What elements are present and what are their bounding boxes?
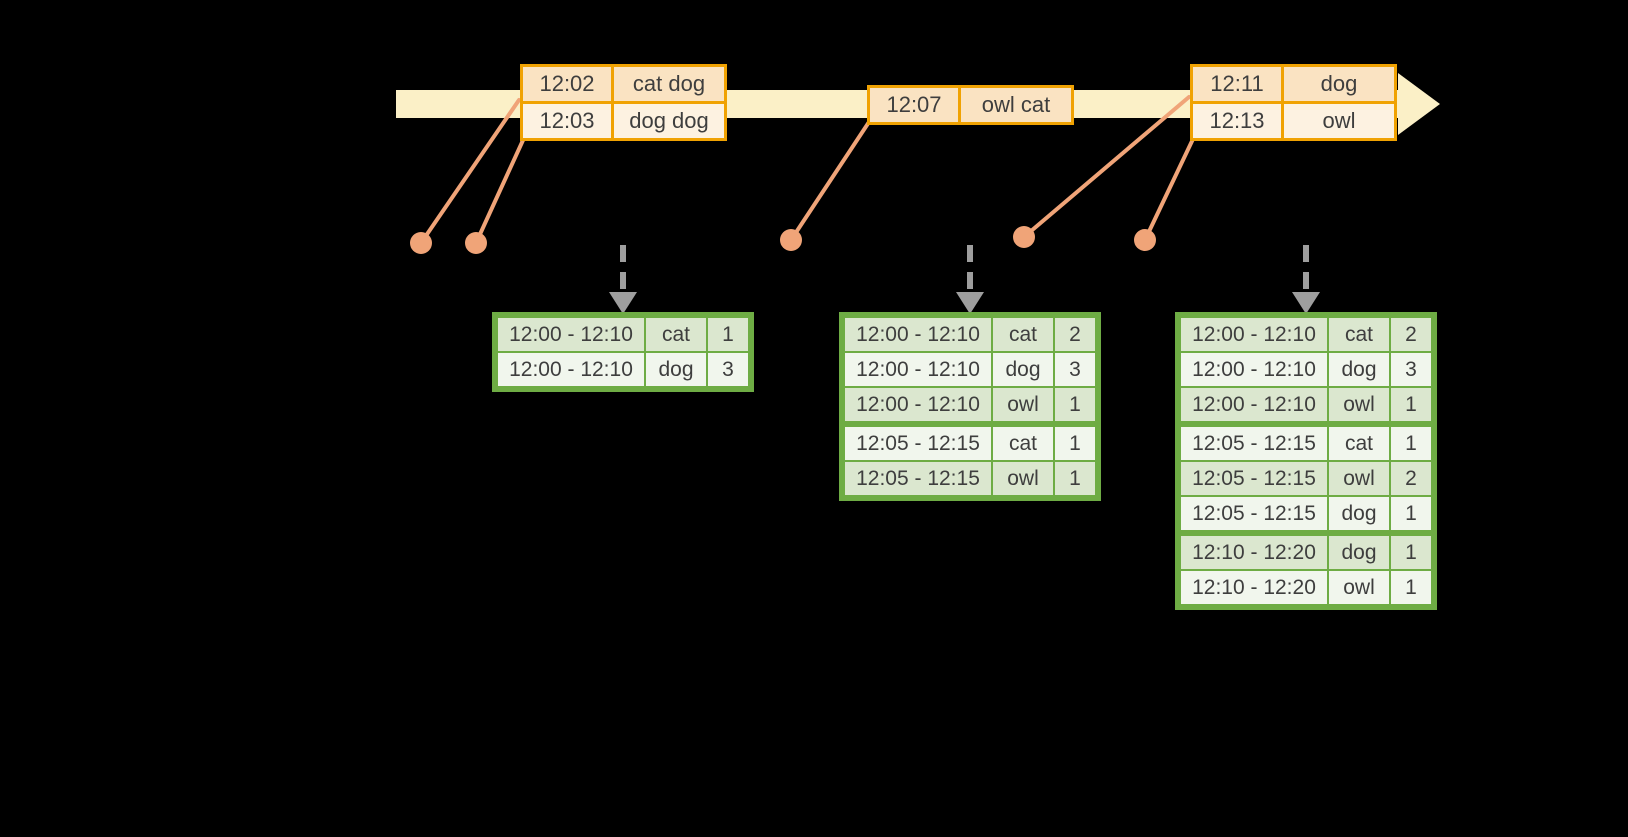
- count-cell: 1: [708, 318, 748, 351]
- result-row: 12:00 - 12:10 owl 1: [845, 388, 1095, 421]
- event-words: owl cat: [961, 88, 1071, 122]
- window-cell: 12:05 - 12:15: [845, 462, 991, 495]
- event-words: dog dog: [614, 104, 724, 138]
- word-cell: cat: [993, 427, 1053, 460]
- window-cell: 12:00 - 12:10: [845, 388, 991, 421]
- event-words: owl: [1284, 104, 1394, 138]
- event-time: 12:07: [870, 88, 958, 122]
- result-row: 12:10 - 12:20 owl 1: [1181, 571, 1431, 604]
- result-row: 12:00 - 12:10 cat 1: [498, 318, 748, 351]
- count-cell: 1: [1391, 427, 1431, 460]
- event-row: 12:03 dog dog: [523, 104, 724, 138]
- count-cell: 2: [1391, 318, 1431, 351]
- word-cell: dog: [1329, 536, 1389, 569]
- word-cell: dog: [1329, 353, 1389, 386]
- event-row: 12:07 owl cat: [870, 88, 1071, 122]
- count-cell: 1: [1391, 571, 1431, 604]
- word-cell: owl: [993, 462, 1053, 495]
- count-cell: 3: [1391, 353, 1431, 386]
- word-cell: owl: [1329, 571, 1389, 604]
- count-cell: 1: [1055, 388, 1095, 421]
- count-cell: 1: [1055, 427, 1095, 460]
- event-row: 12:11 dog: [1193, 67, 1394, 101]
- result-table-3: 12:00 - 12:10 cat 2 12:00 - 12:10 dog 3 …: [1175, 312, 1437, 610]
- window-cell: 12:10 - 12:20: [1181, 571, 1327, 604]
- event-dot-icon: [465, 232, 487, 254]
- trigger-arrow-icon: [609, 245, 637, 314]
- result-row: 12:00 - 12:10 owl 1: [1181, 388, 1431, 421]
- result-row: 12:05 - 12:15 cat 1: [1181, 427, 1431, 460]
- window-cell: 12:05 - 12:15: [1181, 497, 1327, 530]
- result-row: 12:00 - 12:10 cat 2: [845, 318, 1095, 351]
- word-cell: dog: [646, 353, 706, 386]
- result-row: 12:05 - 12:15 owl 1: [845, 462, 1095, 495]
- count-cell: 3: [708, 353, 748, 386]
- event-row: 12:13 owl: [1193, 104, 1394, 138]
- event-dot-icon: [1013, 226, 1035, 248]
- result-row: 12:10 - 12:20 dog 1: [1181, 536, 1431, 569]
- word-cell: owl: [1329, 462, 1389, 495]
- word-cell: cat: [646, 318, 706, 351]
- window-cell: 12:00 - 12:10: [1181, 318, 1327, 351]
- window-cell: 12:10 - 12:20: [1181, 536, 1327, 569]
- result-row: 12:05 - 12:15 cat 1: [845, 427, 1095, 460]
- window-cell: 12:00 - 12:10: [1181, 353, 1327, 386]
- window-cell: 12:00 - 12:10: [498, 318, 644, 351]
- event-table-1: 12:02 cat dog 12:03 dog dog: [520, 64, 727, 141]
- event-time: 12:13: [1193, 104, 1281, 138]
- event-row: 12:02 cat dog: [523, 67, 724, 101]
- window-cell: 12:00 - 12:10: [845, 353, 991, 386]
- event-connector-line: [1143, 137, 1195, 242]
- trigger-arrows: [609, 245, 1320, 314]
- event-time: 12:02: [523, 67, 611, 101]
- event-connector-line: [789, 120, 871, 242]
- count-cell: 1: [1055, 462, 1095, 495]
- result-row: 12:00 - 12:10 cat 2: [1181, 318, 1431, 351]
- word-cell: cat: [993, 318, 1053, 351]
- window-cell: 12:00 - 12:10: [498, 353, 644, 386]
- event-words: cat dog: [614, 67, 724, 101]
- count-cell: 1: [1391, 497, 1431, 530]
- event-dot-icon: [780, 229, 802, 251]
- word-cell: owl: [993, 388, 1053, 421]
- event-connector-line: [474, 136, 526, 245]
- result-row: 12:00 - 12:10 dog 3: [845, 353, 1095, 386]
- result-table-2: 12:00 - 12:10 cat 2 12:00 - 12:10 dog 3 …: [839, 312, 1101, 501]
- word-cell: cat: [1329, 427, 1389, 460]
- event-dots: [410, 226, 1156, 254]
- trigger-arrow-icon: [956, 245, 984, 314]
- event-dot-icon: [410, 232, 432, 254]
- count-cell: 1: [1391, 388, 1431, 421]
- event-connector-line: [419, 98, 521, 245]
- count-cell: 3: [1055, 353, 1095, 386]
- event-dot-icon: [1134, 229, 1156, 251]
- result-row: 12:05 - 12:15 owl 2: [1181, 462, 1431, 495]
- window-cell: 12:00 - 12:10: [845, 318, 991, 351]
- event-time: 12:11: [1193, 67, 1281, 101]
- count-cell: 1: [1391, 536, 1431, 569]
- result-row: 12:00 - 12:10 dog 3: [498, 353, 748, 386]
- timeline-arrowhead-icon: [1398, 73, 1440, 135]
- result-row: 12:05 - 12:15 dog 1: [1181, 497, 1431, 530]
- window-cell: 12:05 - 12:15: [845, 427, 991, 460]
- event-time: 12:03: [523, 104, 611, 138]
- event-table-3: 12:11 dog 12:13 owl: [1190, 64, 1397, 141]
- event-table-2: 12:07 owl cat: [867, 85, 1074, 125]
- result-table-1: 12:00 - 12:10 cat 1 12:00 - 12:10 dog 3: [492, 312, 754, 392]
- word-cell: cat: [1329, 318, 1389, 351]
- window-cell: 12:05 - 12:15: [1181, 427, 1327, 460]
- word-cell: dog: [993, 353, 1053, 386]
- event-words: dog: [1284, 67, 1394, 101]
- result-row: 12:00 - 12:10 dog 3: [1181, 353, 1431, 386]
- count-cell: 2: [1391, 462, 1431, 495]
- word-cell: owl: [1329, 388, 1389, 421]
- window-cell: 12:00 - 12:10: [1181, 388, 1327, 421]
- word-cell: dog: [1329, 497, 1389, 530]
- trigger-arrow-icon: [1292, 245, 1320, 314]
- count-cell: 2: [1055, 318, 1095, 351]
- window-cell: 12:05 - 12:15: [1181, 462, 1327, 495]
